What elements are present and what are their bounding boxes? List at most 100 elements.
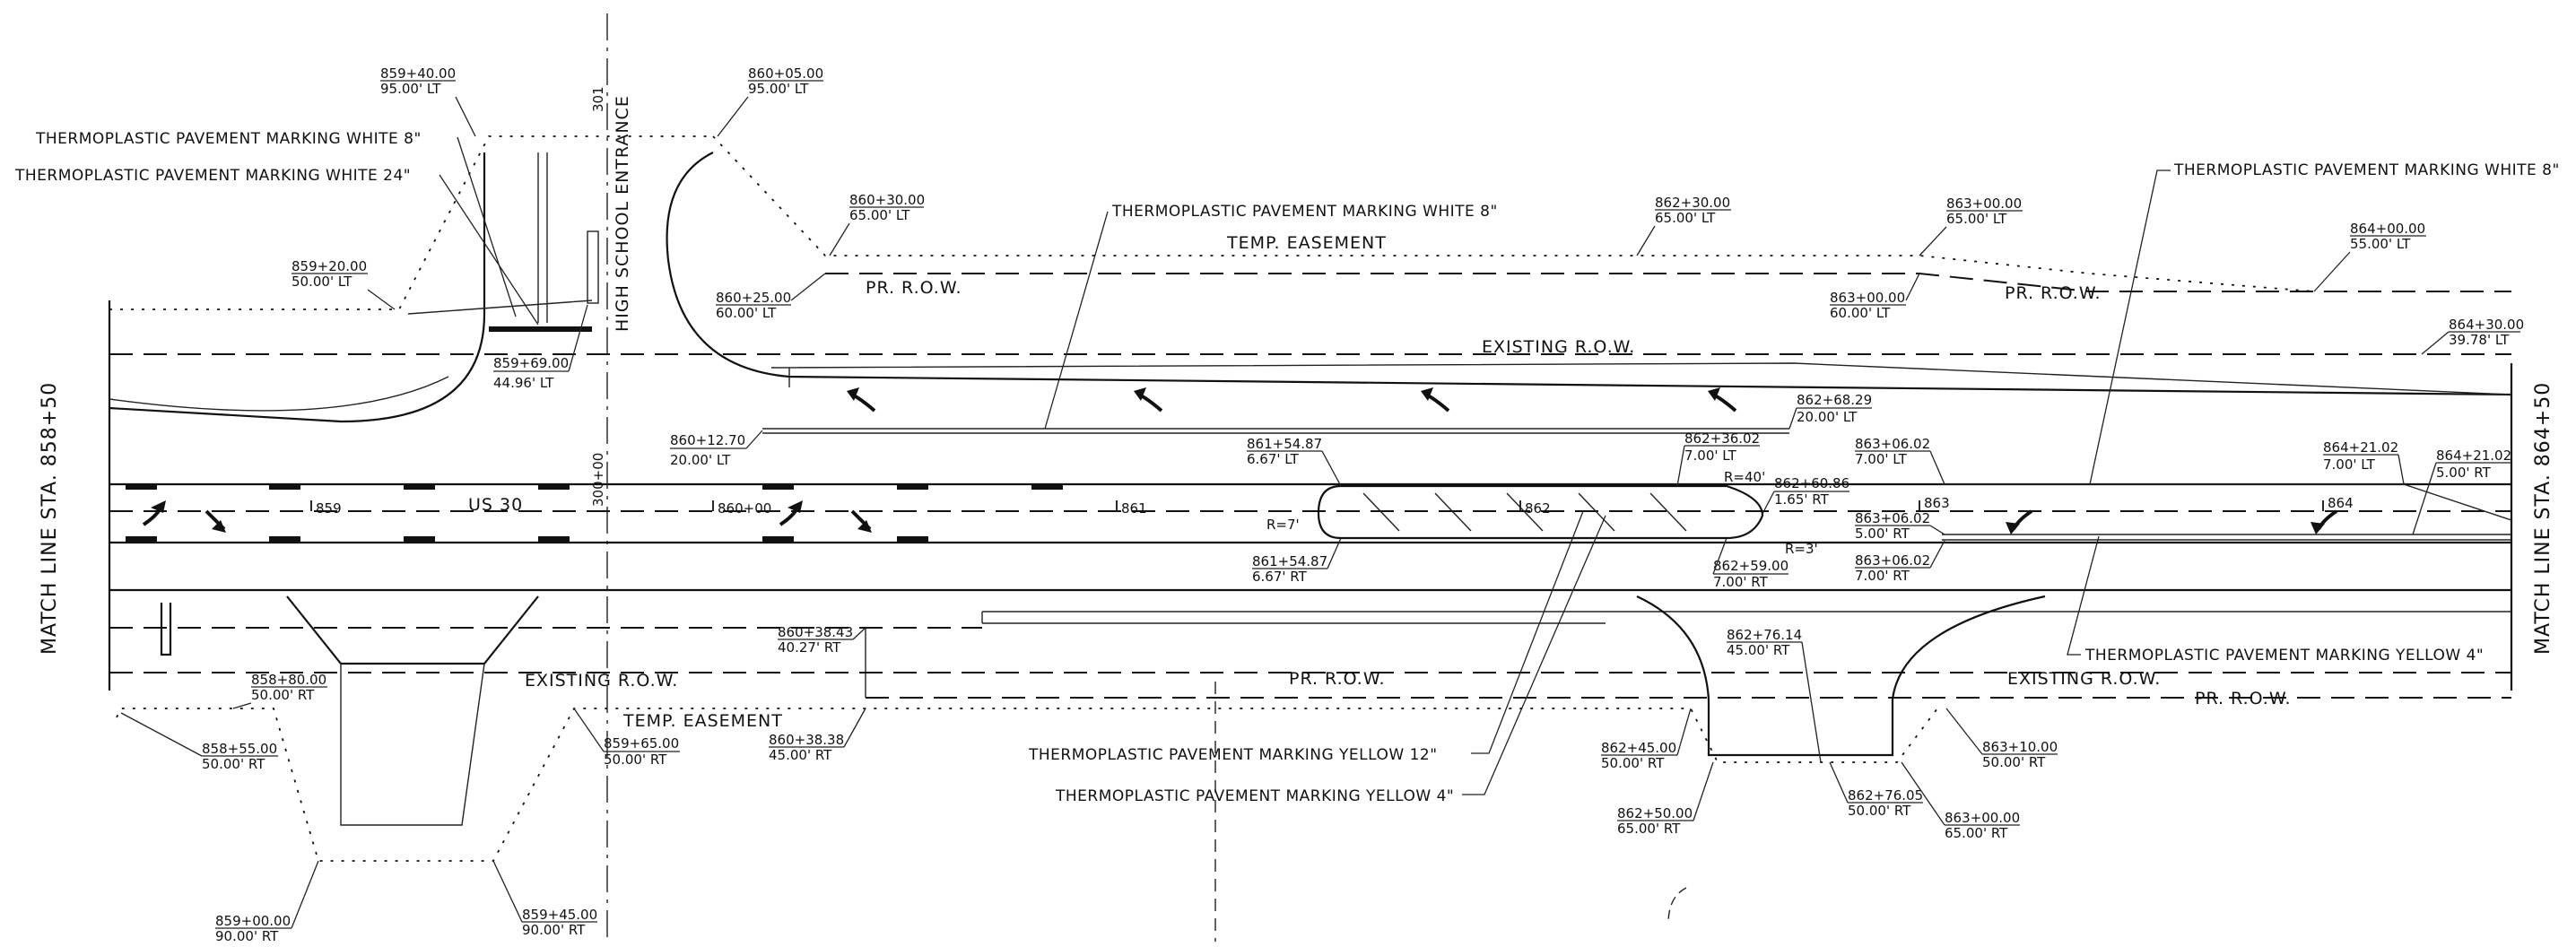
svg-text:863+00.00: 863+00.00 [1945,810,2020,826]
svg-text:65.00' LT: 65.00' LT [1655,210,1716,226]
pr-row-north [825,273,2511,292]
entrance-west-return [109,152,486,423]
median-hatching-yellow-12 [1362,492,1687,532]
svg-text:863+10.00: 863+10.00 [1982,739,2058,755]
entrance-sign-pad [587,230,599,304]
callout-s19: 864+21.025.00' RT [2412,447,2511,535]
pr-row-bottom-mid-label: PR. R.O.W. [1289,669,1386,689]
svg-text:1.65' RT: 1.65' RT [1774,491,1830,508]
radius-40: R=40' [1724,469,1765,485]
svg-text:862+60.86: 862+60.86 [1774,475,1849,491]
svg-text:55.00' LT: 55.00' LT [2350,236,2411,252]
pr-row-top-left-label: PR. R.O.W. [866,278,962,298]
radius-7: R=7' [1266,517,1300,533]
note-white-24: THERMOPLASTIC PAVEMENT MARKING WHITE 24" [14,167,411,185]
svg-text:95.00' LT: 95.00' LT [748,81,809,97]
turn-arrows [142,387,2338,534]
svg-text:7.00' LT: 7.00' LT [2323,456,2376,473]
svg-text:859+65.00: 859+65.00 [604,735,679,752]
entrance-station-300: 300+00 [590,453,606,507]
svg-text:863+00.00: 863+00.00 [1830,290,1905,306]
svg-text:862+76.14: 862+76.14 [1727,627,1802,643]
svg-text:860+12.70: 860+12.70 [670,432,745,448]
svg-text:862+45.00: 862+45.00 [1601,740,1676,756]
svg-text:863+06.02: 863+06.02 [1855,552,1930,569]
svg-text:861+54.87: 861+54.87 [1247,436,1322,452]
svg-text:50.00' LT: 50.00' LT [292,274,352,290]
svg-text:7.00' LT: 7.00' LT [1684,447,1737,464]
entrance-east-return [666,152,2512,396]
callout-s22: 861+54.876.67' RT [1252,537,1342,585]
svg-text:20.00' LT: 20.00' LT [1797,409,1858,425]
svg-text:859+40.00: 859+40.00 [380,65,456,82]
svg-text:859+20.00: 859+20.00 [292,258,367,274]
match-line-left-label: MATCH LINE STA. 858+50 [39,382,61,655]
svg-text:39.78' LT: 39.78' LT [2449,332,2510,348]
station-864: 864 [2328,495,2354,511]
note-yellow-4-right: THERMOPLASTIC PAVEMENT MARKING YELLOW 4" [2084,647,2484,665]
entrance-station-301: 301 [590,86,606,112]
south-drive-stub [160,603,172,656]
callout-s15: 862+36.027.00' LT [1676,430,1760,487]
road-name-label: US 30 [468,495,523,515]
note-white-8-mid: THERMOPLASTIC PAVEMENT MARKING WHITE 8" [1111,203,1498,221]
svg-text:60.00' LT: 60.00' LT [1830,305,1891,321]
radius-3: R=3' [1785,541,1818,557]
svg-text:65.00' LT: 65.00' LT [849,207,910,223]
entrance-label: HIGH SCHOOL ENTRANCE [613,95,632,332]
temp-easement-north-east [712,135,2315,292]
svg-text:862+36.02: 862+36.02 [1684,430,1760,447]
callout-s18: 864+21.027.00' LT [2323,439,2405,485]
station-860: 860+00 [718,500,771,517]
svg-text:95.00' LT: 95.00' LT [380,81,441,97]
existing-row-top-label: EXISTING R.O.W. [1482,337,1635,357]
svg-text:862+76.05: 862+76.05 [1848,787,1923,804]
callout-s23: 862+59.007.00' RT [1712,537,1788,590]
south-drive-west [286,595,539,665]
svg-text:859+69.00: 859+69.00 [493,355,569,371]
svg-text:863+00.00: 863+00.00 [1946,195,2022,212]
svg-text:864+30.00: 864+30.00 [2449,317,2524,333]
svg-text:50.00' RT: 50.00' RT [251,687,315,703]
svg-text:860+38.38: 860+38.38 [769,732,844,748]
svg-text:20.00' LT: 20.00' LT [670,452,731,468]
note-white-8-left: THERMOPLASTIC PAVEMENT MARKING WHITE 8" [35,130,422,148]
station-859: 859 [316,500,342,517]
station-861: 861 [1121,500,1147,517]
pr-row-bottom-right-label: PR. R.O.W. [2195,689,2292,708]
svg-text:50.00' RT: 50.00' RT [604,752,667,768]
callout-s13: 860+12.70 20.00' LT [670,430,763,468]
svg-text:863+06.02: 863+06.02 [1855,510,1930,526]
temp-easement-top-label: TEMP. EASEMENT [1226,233,1387,253]
svg-text:6.67' LT: 6.67' LT [1247,451,1300,467]
svg-text:863+06.02: 863+06.02 [1855,436,1930,452]
svg-text:859+00.00: 859+00.00 [215,913,291,929]
centerline-white-marks [126,484,1063,542]
svg-text:860+25.00: 860+25.00 [716,290,791,306]
svg-text:864+00.00: 864+00.00 [2350,221,2425,237]
svg-text:862+68.29: 862+68.29 [1797,392,1872,408]
svg-text:5.00' RT: 5.00' RT [1855,526,1910,542]
svg-text:65.00' LT: 65.00' LT [1946,211,2007,227]
